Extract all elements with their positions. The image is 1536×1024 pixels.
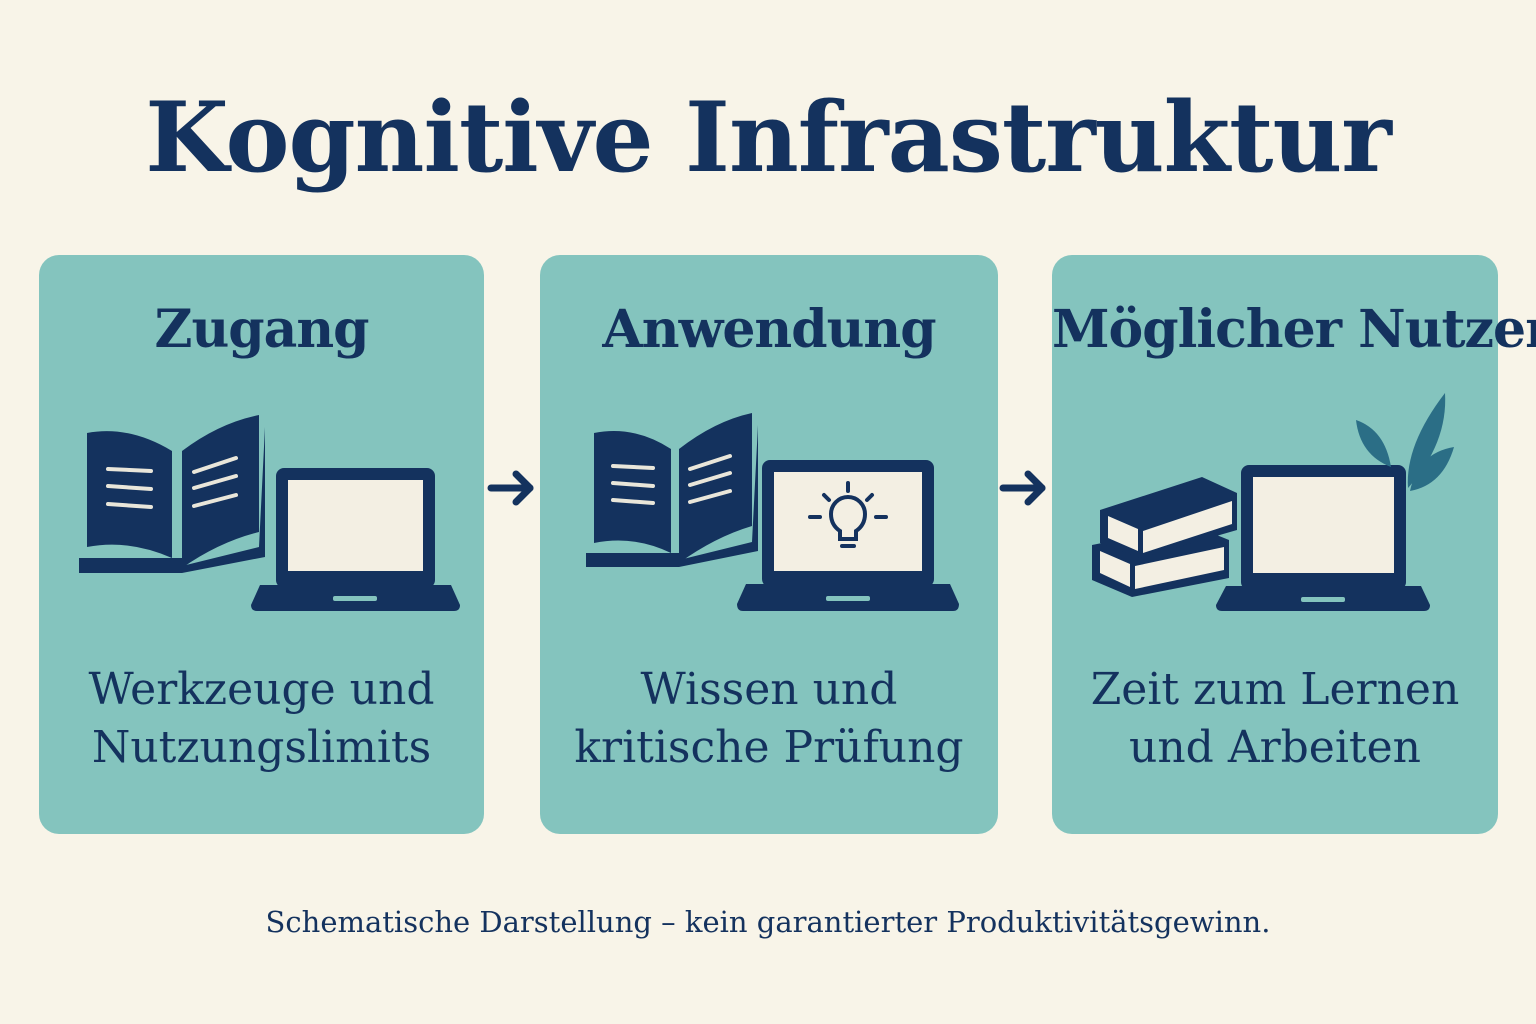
panel-heading: Möglicher Nutzen	[1052, 299, 1536, 360]
panel-caption: Wissen und kritische Prüfung	[574, 664, 964, 773]
laptop-icon	[1216, 465, 1430, 611]
arrow-right-icon	[999, 470, 1046, 506]
panel-heading: Zugang	[154, 299, 370, 360]
panel-zugang: Zugang Werkzeuge und Nutzungslimits	[39, 255, 484, 834]
panel-anwendung: Anwendung	[540, 255, 998, 834]
open-book-icon	[586, 413, 758, 567]
panel-moeglicher-nutzen: Möglicher Nutzen Zeit zum Lernen und Arb…	[1052, 255, 1536, 834]
panel-illustration	[1092, 393, 1454, 611]
footnote: Schematische Darstellung – kein garantie…	[265, 905, 1271, 939]
laptop-lightbulb-icon	[737, 460, 959, 611]
laptop-icon	[251, 468, 460, 611]
panel-caption: Zeit zum Lernen und Arbeiten	[1090, 664, 1460, 773]
lightbulb-icon	[808, 481, 888, 548]
panel-heading: Anwendung	[602, 299, 936, 360]
panel-caption: Werkzeuge und Nutzungslimits	[88, 664, 435, 773]
open-book-icon	[79, 415, 265, 573]
arrow-right-icon	[487, 470, 534, 506]
panel-illustration	[586, 413, 959, 611]
panel-illustration	[79, 415, 460, 611]
book-stack-icon	[1092, 477, 1237, 597]
leaf-icon	[1356, 393, 1454, 491]
page-title: Kognitive Infrastruktur	[145, 81, 1392, 194]
